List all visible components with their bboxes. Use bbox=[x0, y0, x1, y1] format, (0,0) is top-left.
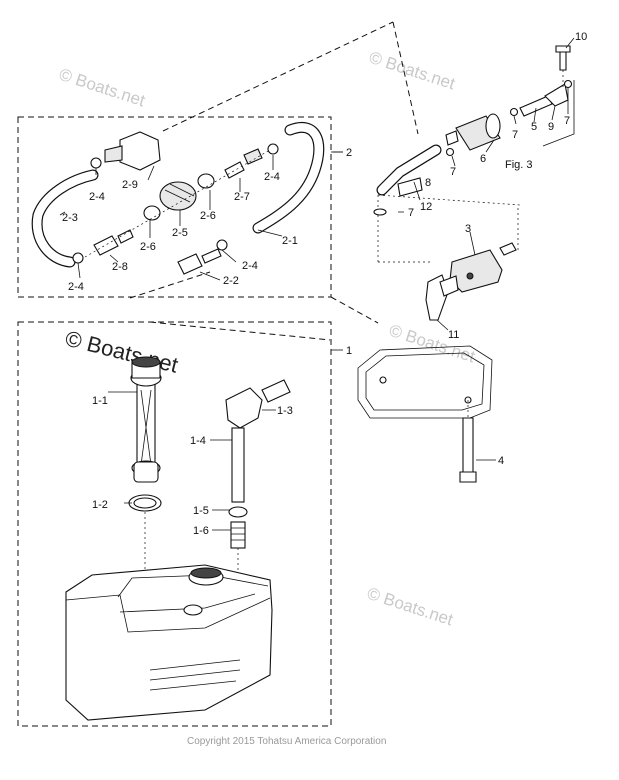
callout-10: 10 bbox=[575, 31, 587, 43]
clip-2-4-b bbox=[267, 143, 279, 155]
callout-2-5: 2-5 bbox=[172, 227, 188, 239]
callout-2-2: 2-2 bbox=[223, 275, 239, 287]
callout-2-1: 2-1 bbox=[282, 235, 298, 247]
hose-5 bbox=[519, 95, 553, 117]
watermark-top-right: © Boats.net bbox=[367, 48, 458, 94]
washer-1-5 bbox=[228, 506, 248, 518]
figure-label: Fig. 3 bbox=[505, 159, 533, 171]
callout-2-4-a: 2-4 bbox=[89, 191, 105, 203]
callout-7-b: 7 bbox=[512, 129, 518, 141]
watermark-bottom-right: © Boats.net bbox=[365, 584, 456, 630]
callout-1: 1 bbox=[346, 345, 352, 357]
callout-7-a: 7 bbox=[450, 166, 456, 178]
clip-2-4-c bbox=[72, 252, 84, 264]
elbow-fitting-1-4 bbox=[225, 387, 263, 429]
clip-7-a bbox=[509, 107, 519, 117]
leader-box-to-motor bbox=[162, 21, 394, 132]
callout-2-4-c: 2-4 bbox=[68, 281, 84, 293]
callout-1-4: 1-4 bbox=[190, 435, 206, 447]
callout-1-2: 1-2 bbox=[92, 499, 108, 511]
fitting-2-7 bbox=[224, 161, 245, 179]
callout-2: 2 bbox=[346, 147, 352, 159]
bolt-4 bbox=[462, 417, 474, 473]
connector-2-9 bbox=[119, 131, 161, 171]
pickup-tube bbox=[231, 427, 245, 503]
fuel-tank bbox=[65, 564, 273, 721]
tank-assembly-box bbox=[17, 321, 332, 727]
watermark-tank-box: © Boats.net bbox=[63, 326, 181, 378]
clip-7-d bbox=[373, 208, 387, 216]
hose-assembly-box bbox=[17, 116, 332, 298]
callout-4: 4 bbox=[498, 455, 504, 467]
callout-6: 6 bbox=[480, 153, 486, 165]
filter-1-6 bbox=[230, 521, 246, 549]
callout-11: 11 bbox=[448, 329, 459, 341]
callout-2-9: 2-9 bbox=[122, 179, 138, 191]
fitting-2-6-a bbox=[143, 205, 161, 221]
fitting-2-6-b bbox=[197, 173, 215, 189]
fitting-2-8 bbox=[93, 235, 119, 256]
copyright-text: Copyright 2015 Tohatsu America Corporati… bbox=[187, 736, 386, 747]
callout-8: 8 bbox=[425, 177, 431, 189]
callout-2-4-b: 2-4 bbox=[264, 171, 280, 183]
callout-1-3: 1-3 bbox=[277, 405, 293, 417]
motor-bracket bbox=[357, 345, 493, 419]
callout-3: 3 bbox=[465, 223, 471, 235]
callout-2-7: 2-7 bbox=[234, 191, 250, 203]
callout-2-6-a: 2-6 bbox=[140, 241, 156, 253]
callout-12: 12 bbox=[420, 201, 432, 213]
clip-7-b bbox=[445, 147, 455, 157]
clip-2-4-a bbox=[90, 157, 102, 169]
callout-7-c: 7 bbox=[564, 115, 570, 127]
clip-2-4-d bbox=[216, 239, 228, 251]
callout-2-3: 2-3 bbox=[62, 212, 78, 224]
tie-strip-12 bbox=[397, 177, 423, 197]
callout-9: 9 bbox=[548, 121, 554, 133]
callout-2-4-d: 2-4 bbox=[242, 260, 258, 272]
callout-1-1: 1-1 bbox=[92, 395, 108, 407]
fitting-1-3 bbox=[261, 379, 291, 403]
callout-2-8: 2-8 bbox=[112, 261, 128, 273]
callout-1-6: 1-6 bbox=[193, 525, 209, 537]
watermark-right-mid: © Boats.net bbox=[387, 321, 478, 367]
callout-5: 5 bbox=[531, 121, 537, 133]
callout-7-d: 7 bbox=[408, 207, 414, 219]
watermark-top-left: © Boats.net bbox=[57, 65, 148, 111]
callout-1-5: 1-5 bbox=[193, 505, 209, 517]
callout-2-6-b: 2-6 bbox=[200, 210, 216, 222]
clip-7-c bbox=[563, 79, 573, 89]
connector-2-2 bbox=[177, 253, 203, 275]
